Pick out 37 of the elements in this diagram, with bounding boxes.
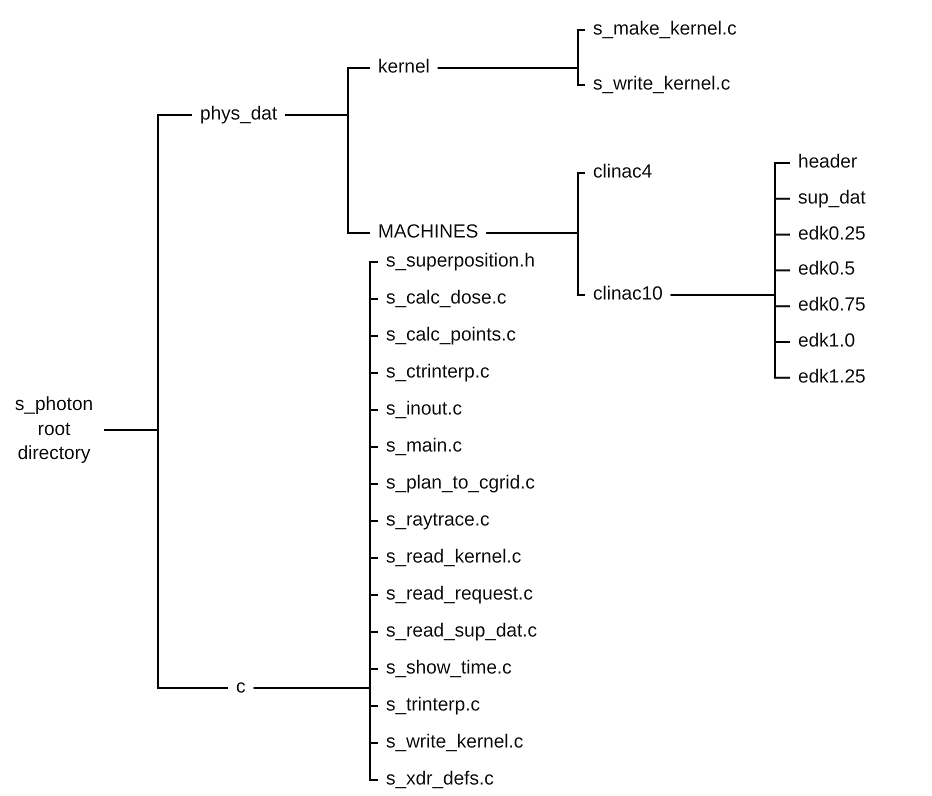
folder-name: header — [798, 150, 858, 175]
folder-name: s_calc_dose.c — [386, 286, 506, 311]
folder-name: sup_dat — [798, 186, 866, 210]
folder-name: edk1.0 — [798, 330, 856, 354]
tree-connector — [438, 67, 585, 86]
tree-connector — [254, 687, 378, 781]
tree-connector — [285, 114, 370, 234]
tree-connector — [104, 429, 228, 689]
folder-name: edk0.25 — [798, 222, 866, 246]
folder-name: s_ctrinterp.c — [386, 360, 490, 385]
folder-name: s_superposition.h — [386, 250, 535, 274]
folder-name: s_photon root directory — [14, 392, 94, 466]
folder-name: s_xdr_defs.c — [386, 768, 494, 792]
folder-name: phys_dat — [200, 102, 278, 127]
folder-name: s_plan_to_cgrid.c — [386, 472, 535, 496]
folder-name: s_read_sup_dat.c — [386, 620, 538, 644]
folder-name: s_write_kernel.c — [593, 72, 730, 97]
folder-name: edk0.75 — [798, 294, 866, 318]
folder-name: MACHINES — [378, 220, 478, 245]
folder-name: s_main.c — [386, 434, 462, 459]
folder-name: edk1.25 — [798, 365, 866, 390]
folder-name: s_make_kernel.c — [593, 18, 737, 42]
folder-name: c — [236, 676, 246, 700]
folder-name: clinac10 — [593, 282, 663, 307]
folder-name: s_show_time.c — [386, 656, 512, 681]
tree-connector — [670, 294, 790, 379]
folder-name: s_inout.c — [386, 398, 462, 422]
tree-connector — [486, 232, 585, 296]
folder-name: clinac4 — [593, 160, 652, 185]
folder-name: s_read_kernel.c — [386, 546, 522, 570]
folder-name: s_write_kernel.c — [386, 730, 524, 755]
folder-name: s_read_request.c — [386, 582, 533, 607]
folder-name: s_raytrace.c — [386, 508, 490, 533]
folder-name: edk0.5 — [798, 258, 856, 282]
folder-name: s_calc_points.c — [386, 324, 516, 348]
folder-name: kernel — [378, 56, 430, 80]
folder-name: s_trinterp.c — [386, 694, 480, 718]
